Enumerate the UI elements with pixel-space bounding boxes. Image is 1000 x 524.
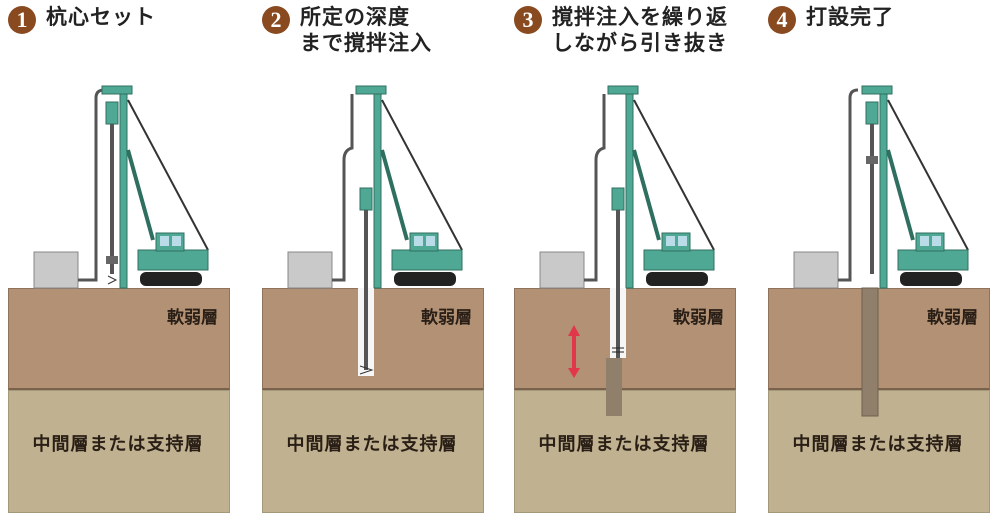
soft-layer [768,288,990,391]
soft-layer [8,288,230,391]
soft-layer-label: 軟弱層 [421,308,472,328]
step-title-text: 所定の深度 まで撹拌注入 [300,4,432,55]
step-1-title: 1 杭心セット [8,4,156,34]
soft-layer-label: 軟弱層 [673,308,724,328]
step-number-badge: 4 [768,6,796,34]
hard-layer-label: 中間層または支持層 [32,434,204,455]
hard-layer [514,390,736,513]
pile-driver-rig-icon [539,85,715,416]
step-number-badge: 2 [262,6,290,34]
step-title-text: 撹拌注入を繰り返 しながら引き抜き [552,4,728,55]
step-4-panel: 軟弱層 中間層または支持層 [768,80,990,513]
hard-layer-label: 中間層または支持層 [286,434,458,455]
step-number-badge: 3 [514,6,542,34]
hard-layer-label: 中間層または支持層 [792,434,964,455]
pile-driver-rig-icon [287,85,463,376]
step-2-title: 2 所定の深度 まで撹拌注入 [262,4,432,56]
step-1-panel: 軟弱層 中間層または支持層 [8,80,230,513]
pile-driver-rig-icon [33,85,209,289]
step-title-text: 杭心セット [46,4,156,29]
hard-layer [8,390,230,513]
step-2-panel: 軟弱層 中間層または支持層 [262,80,484,513]
step-4-title: 4 打設完了 [768,4,894,34]
pile-driver-rig-icon [793,85,969,417]
hard-layer [262,390,484,513]
step-number-badge: 1 [8,6,36,34]
step-3-panel: 軟弱層 中間層または支持層 [514,80,736,513]
soft-layer-label: 軟弱層 [927,308,978,328]
step-3-title: 3 撹拌注入を繰り返 しながら引き抜き [514,4,728,56]
hard-layer-label: 中間層または支持層 [538,434,710,455]
hard-layer [768,390,990,513]
soft-layer-label: 軟弱層 [167,308,218,328]
step-title-text: 打設完了 [806,4,894,29]
